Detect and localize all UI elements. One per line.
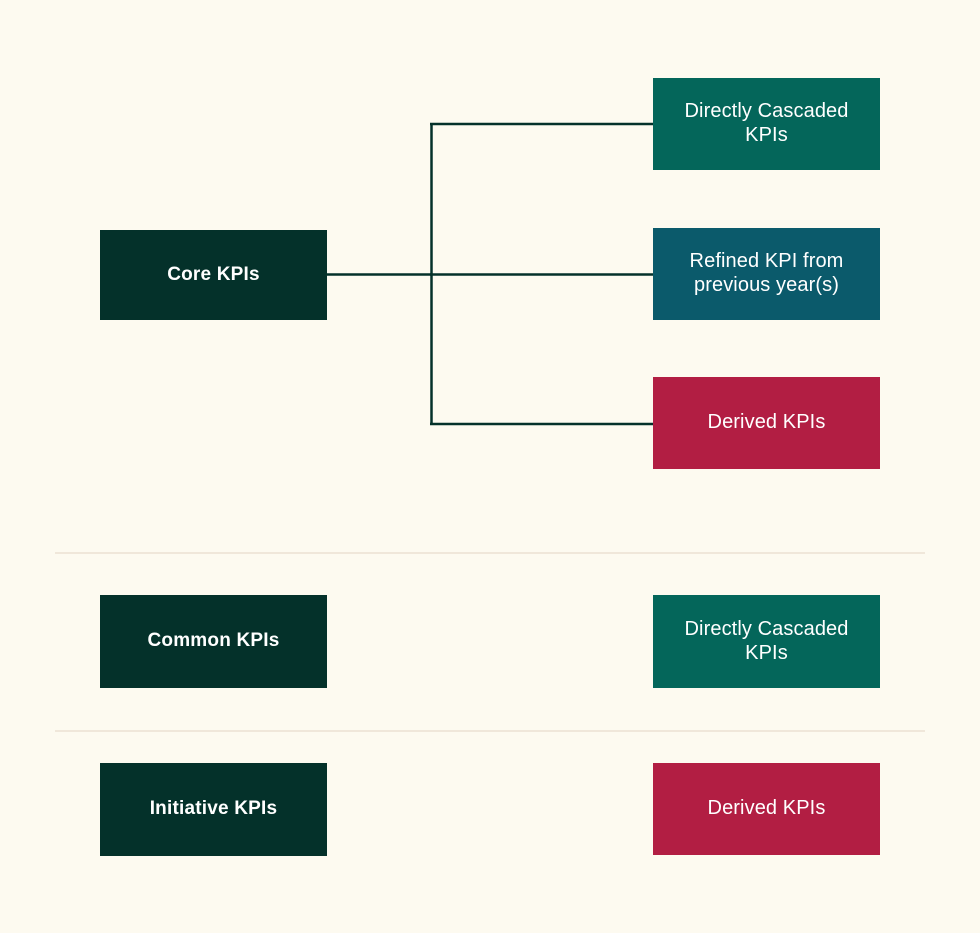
section-divider-lower — [55, 730, 925, 732]
node-common-kpis[interactable]: Common KPIs — [100, 595, 327, 688]
node-directly-cascaded-kpis-secondary[interactable]: Directly Cascaded KPIs — [653, 595, 880, 688]
node-refined-kpi-previous-years[interactable]: Refined KPI from previous year(s) — [653, 228, 880, 320]
node-derived-kpis-primary[interactable]: Derived KPIs — [653, 377, 880, 469]
node-core-kpis[interactable]: Core KPIs — [100, 230, 327, 320]
node-directly-cascaded-kpis-primary[interactable]: Directly Cascaded KPIs — [653, 78, 880, 170]
node-initiative-kpis[interactable]: Initiative KPIs — [100, 763, 327, 856]
section-divider-upper — [55, 552, 925, 554]
node-derived-kpis-secondary[interactable]: Derived KPIs — [653, 763, 880, 855]
